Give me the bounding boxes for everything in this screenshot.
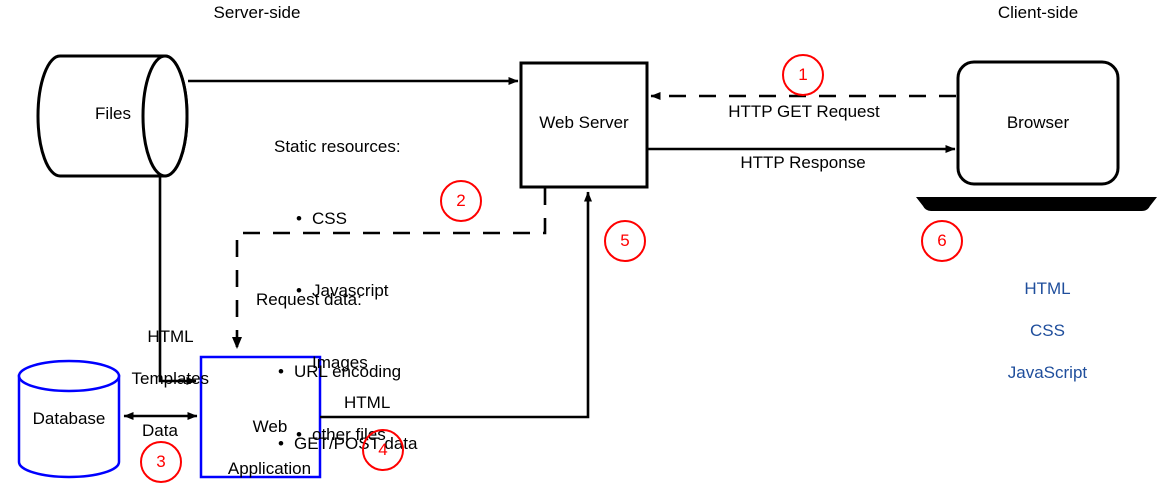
static-resources-item-1-text: Javascript (312, 281, 389, 300)
node-web-application-label-line1: Web (252, 417, 288, 436)
node-browser-label: Browser (1006, 113, 1070, 132)
edge-label-http-get-request: HTTP GET Request (728, 102, 880, 121)
node-web-application-label: Web Application (196, 395, 325, 500)
node-web-server-label: Web Server (539, 113, 629, 132)
node-database-label: Database (32, 409, 106, 428)
client-stack-line2: CSS (1029, 321, 1065, 340)
client-stack-line3: JavaScript (1007, 363, 1088, 382)
node-web-server-shape (519, 61, 649, 189)
edge-html (320, 191, 592, 419)
request-data-title: Request data: (256, 290, 362, 309)
static-resources-item-0-text: CSS (312, 209, 347, 228)
client-stack-text: HTML CSS JavaScript (962, 257, 1114, 404)
step-marker-5: 5 (604, 220, 646, 262)
bullet-dot-icon: • (296, 209, 302, 228)
bullet-dot-icon: • (278, 362, 284, 381)
html-templates-line1: HTML (147, 327, 194, 346)
request-data-item-0-text: URL encoding (294, 362, 402, 381)
request-data-item-0: • URL encoding (256, 360, 417, 384)
node-files-label: Files (95, 104, 131, 123)
node-files-shape (36, 54, 189, 178)
title-server-side: Server-side (213, 3, 301, 22)
static-resources-item-2: Images (274, 351, 401, 375)
step-marker-2: 2 (440, 180, 482, 222)
edge-label-html-templates: HTML Templates (106, 305, 216, 410)
static-resources-item-0: • CSS (274, 207, 401, 231)
client-stack-line1: HTML (1024, 279, 1071, 298)
bullet-dot-icon: • (278, 434, 284, 453)
edge-label-html: HTML (344, 393, 391, 412)
static-resources-item-1: • Javascript (274, 279, 401, 303)
node-web-application-label-line2: Application (227, 459, 312, 478)
node-laptop-base-shape (916, 197, 1157, 211)
step-marker-1: 1 (782, 54, 824, 96)
edge-label-http-response: HTTP Response (740, 153, 866, 172)
edge-label-request-data: Request data: •URL encoding •GET/POST da… (256, 240, 417, 501)
node-browser-shape (956, 60, 1120, 186)
bullet-dot-icon: • (296, 281, 302, 300)
node-web-application-shape (199, 355, 322, 479)
edge-html-templates (158, 176, 197, 385)
static-resources-item-2-text: Images (312, 353, 368, 372)
node-database-shape (17, 359, 121, 479)
title-client-side: Client-side (997, 3, 1079, 22)
html-templates-line2: Templates (131, 369, 210, 388)
edge-label-data: Data (142, 421, 178, 440)
step-marker-3: 3 (140, 441, 182, 483)
step-marker-6: 6 (921, 220, 963, 262)
step-marker-4: 4 (362, 429, 404, 471)
bullet-dot-icon: • (296, 425, 302, 444)
static-resources-title: Static resources: (274, 137, 401, 156)
